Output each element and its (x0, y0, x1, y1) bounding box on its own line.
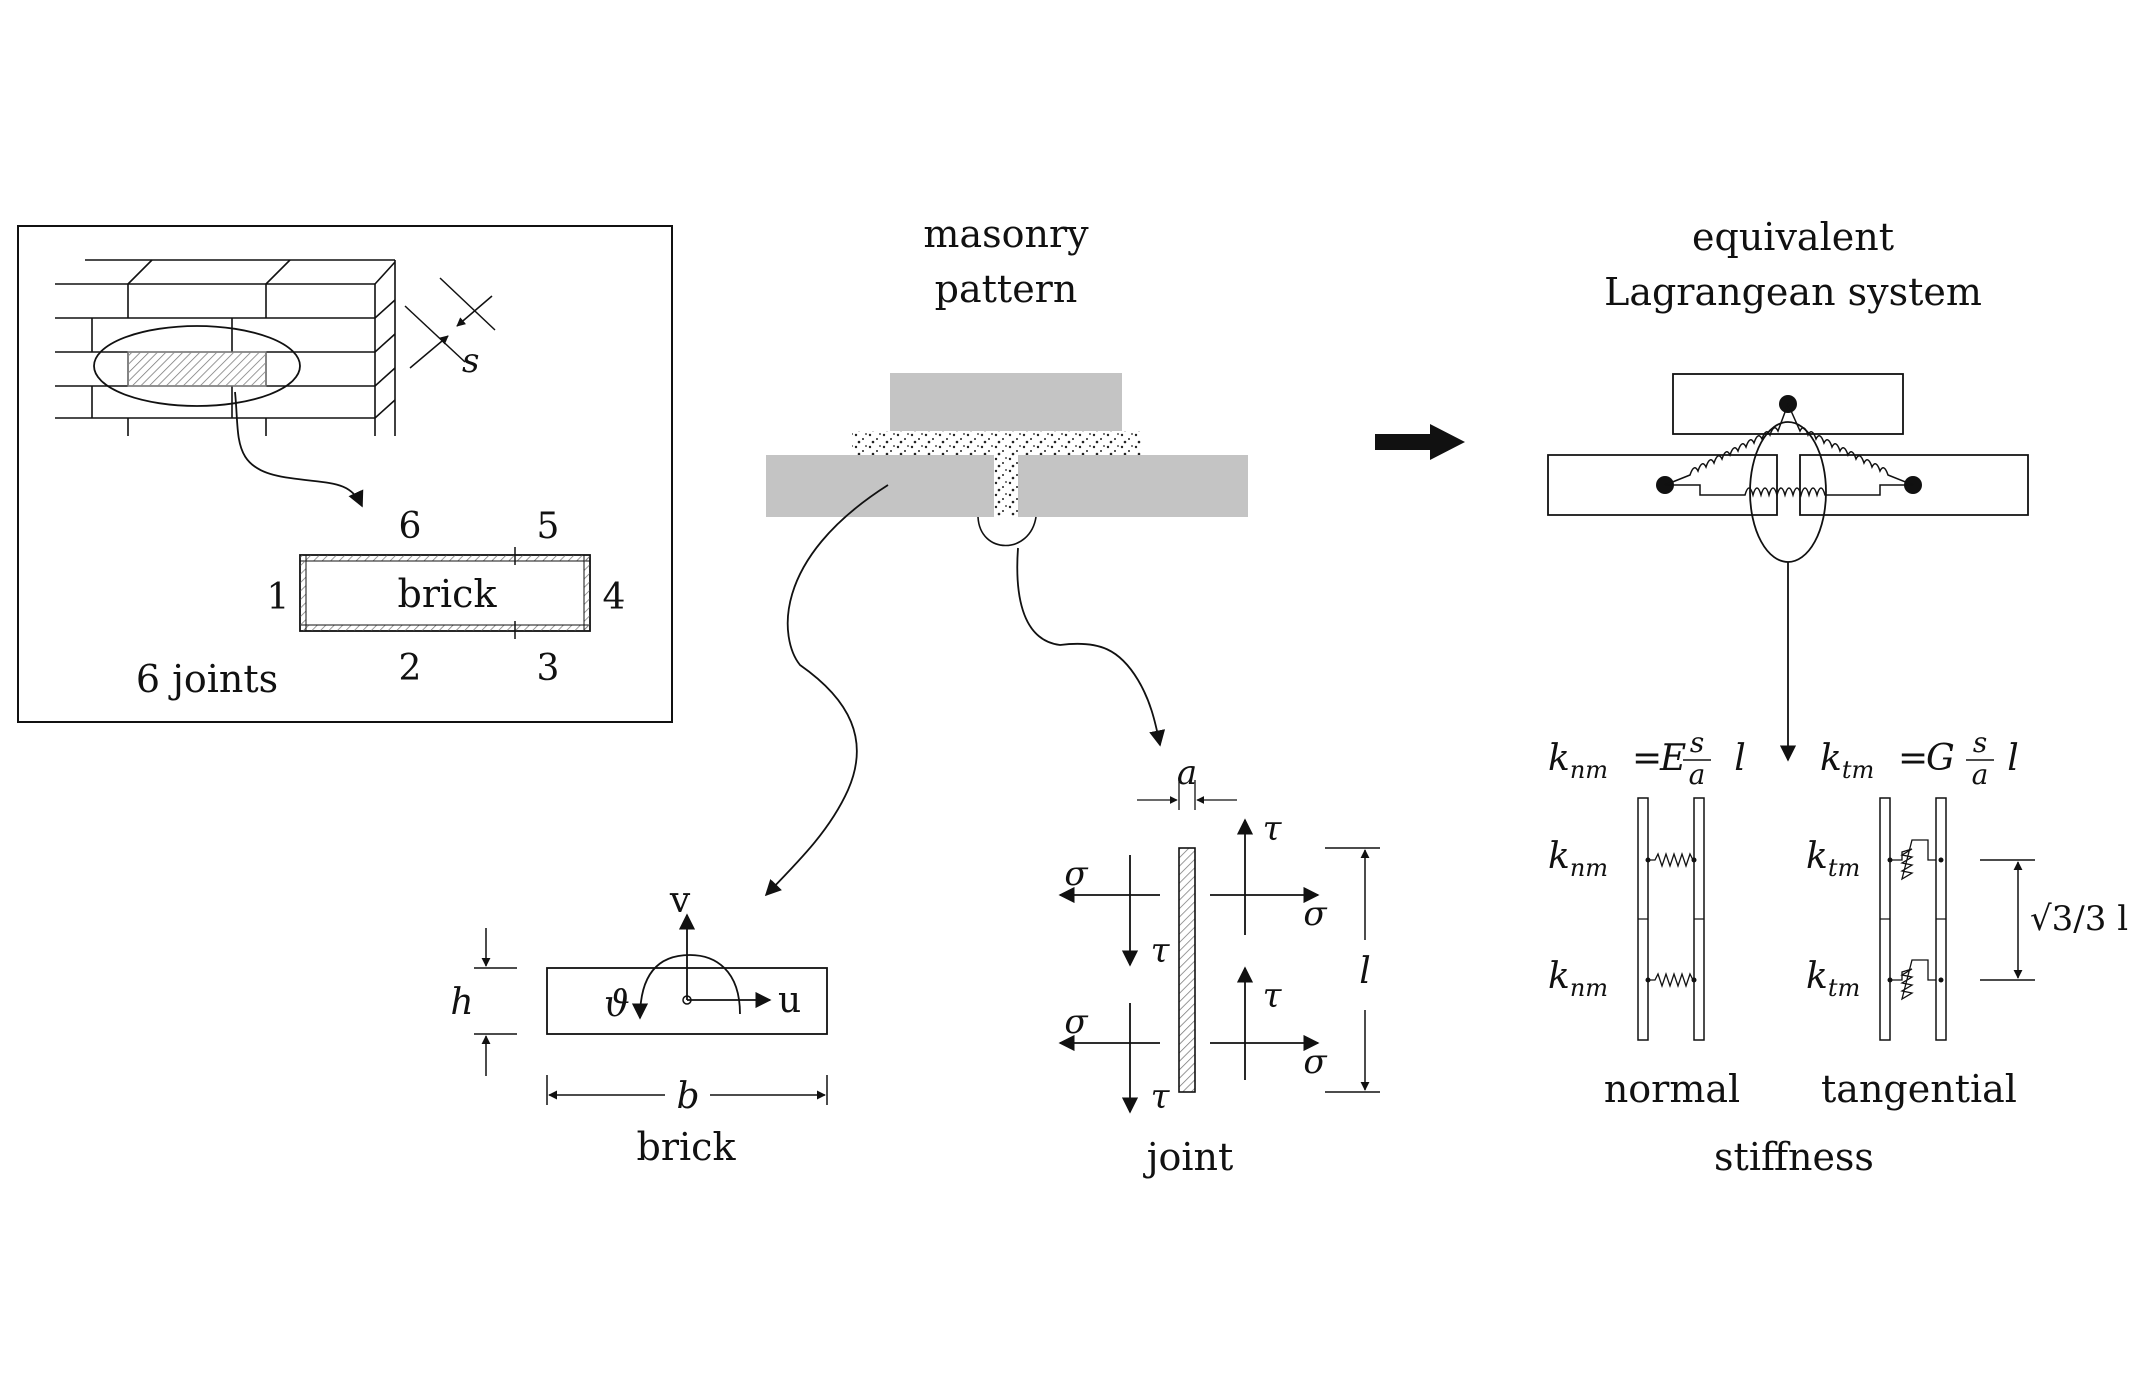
lagrange-right-block (1799, 454, 2029, 516)
top-brick (890, 373, 1122, 431)
v-label: v (669, 880, 691, 921)
inset-caption: 6 joints (136, 657, 278, 701)
equivalent-title-line2: Lagrangean system (1604, 270, 1982, 314)
sigma-label-right-upper: σ (1303, 894, 1327, 934)
joint-number-2: 2 (399, 648, 422, 689)
tangential-label: tangential (1821, 1067, 2017, 1111)
theta-label: ϑ (604, 984, 630, 1025)
joint-caption: joint (1143, 1135, 1234, 1179)
knm-frac-num: s (1690, 726, 1704, 759)
joint-strip (1178, 847, 1196, 1093)
knm-upper-label: knm (1548, 836, 1608, 882)
knm-formula-equals: = (1632, 738, 1662, 779)
inset-panel: s brick 1 2 3 4 5 6 6 joints (17, 225, 673, 723)
ktm-formula-l: l (2007, 738, 2019, 779)
sigma-label-left-lower: σ (1064, 1002, 1088, 1042)
stiffness-caption: stiffness (1714, 1135, 1874, 1179)
rotation-arrow (631, 954, 741, 1020)
ktm-frac-den: a (1972, 758, 1989, 791)
brick-joint-diagram (299, 547, 591, 639)
wall-sketch (55, 259, 396, 436)
thickness-dimension (404, 277, 496, 369)
bed-joint-mortar (852, 431, 1142, 455)
tangential-spring-upper (1890, 839, 1936, 881)
inset-connector-arrow (234, 391, 364, 508)
masonry-title-line1: masonry (923, 212, 1089, 256)
equivalent-title-line1: equivalent (1692, 215, 1894, 259)
ktm-frac-num: s (1973, 726, 1987, 759)
joint-number-3: 3 (537, 648, 560, 689)
equivalent-system: equivalent Lagrangean system (1547, 215, 2029, 762)
u-label: u (778, 980, 801, 1021)
joint-highlight-ellipse (977, 516, 1037, 547)
bottom-left-brick (766, 455, 994, 517)
bottom-right-brick (1018, 455, 1248, 517)
knm-formula-E: E (1659, 738, 1686, 779)
knm-lower-label: knm (1548, 956, 1608, 1002)
tangential-spring-lower (1890, 959, 1936, 1001)
inset-frame (17, 225, 673, 723)
transform-arrow (1375, 424, 1465, 460)
b-label: b (676, 1076, 699, 1117)
tau-label-right-lower: τ (1263, 976, 1283, 1016)
tau-label-right-upper: τ (1263, 809, 1283, 849)
joint-detail: a σ τ τ σ σ τ τ σ l joint (1058, 753, 1380, 1179)
joint-connector-arrow (1016, 547, 1166, 747)
brick-connector-arrow (764, 484, 889, 897)
sigma-label-left-upper: σ (1064, 854, 1088, 894)
joint-number-6: 6 (399, 506, 422, 547)
tau-label-left-lower: τ (1151, 1077, 1171, 1117)
lagrange-left-block (1547, 454, 1778, 516)
lagrange-top-block (1672, 373, 1904, 435)
l-label: l (1359, 951, 1371, 992)
joint-number-4: 4 (603, 577, 626, 618)
sigma-label-right-lower: σ (1303, 1042, 1327, 1082)
joint-number-5: 5 (537, 506, 560, 547)
spring-right-diagonal (1787, 403, 1914, 486)
spring-horizontal (1665, 484, 1913, 498)
ktm-lower-label: ktm (1806, 956, 1860, 1002)
joint-number-1: 1 (267, 577, 290, 618)
normal-spring-lower (1648, 971, 1694, 989)
head-joint-mortar (994, 455, 1018, 517)
normal-spring-upper (1648, 851, 1694, 869)
thickness-label: s (462, 341, 479, 381)
spring-left-diagonal (1664, 403, 1789, 486)
brick-detail: v u ϑ h b brick (450, 880, 828, 1169)
masonry-title-line2: pattern (935, 267, 1078, 311)
spacing-label: √3/3 l (2030, 899, 2128, 939)
ktm-formula-equals: = (1898, 738, 1928, 779)
tau-label-left-upper: τ (1151, 931, 1171, 971)
a-label: a (1177, 753, 1197, 793)
masonry-pattern: masonry pattern (764, 212, 1248, 897)
stiffness-detail: knm = E s a l ktm = G s a l knm knm ktm (1548, 726, 2128, 1179)
knm-formula-symbol: knm (1548, 738, 1608, 784)
h-label: h (450, 982, 473, 1023)
knm-frac-den: a (1689, 758, 1706, 791)
knm-formula-l: l (1734, 738, 1746, 779)
ktm-upper-label: ktm (1806, 836, 1860, 882)
ktm-formula-symbol: ktm (1820, 738, 1874, 784)
brick-caption: brick (637, 1125, 737, 1169)
normal-label: normal (1604, 1067, 1740, 1111)
inset-brick-label: brick (398, 572, 498, 616)
ktm-formula-G: G (1926, 738, 1955, 779)
